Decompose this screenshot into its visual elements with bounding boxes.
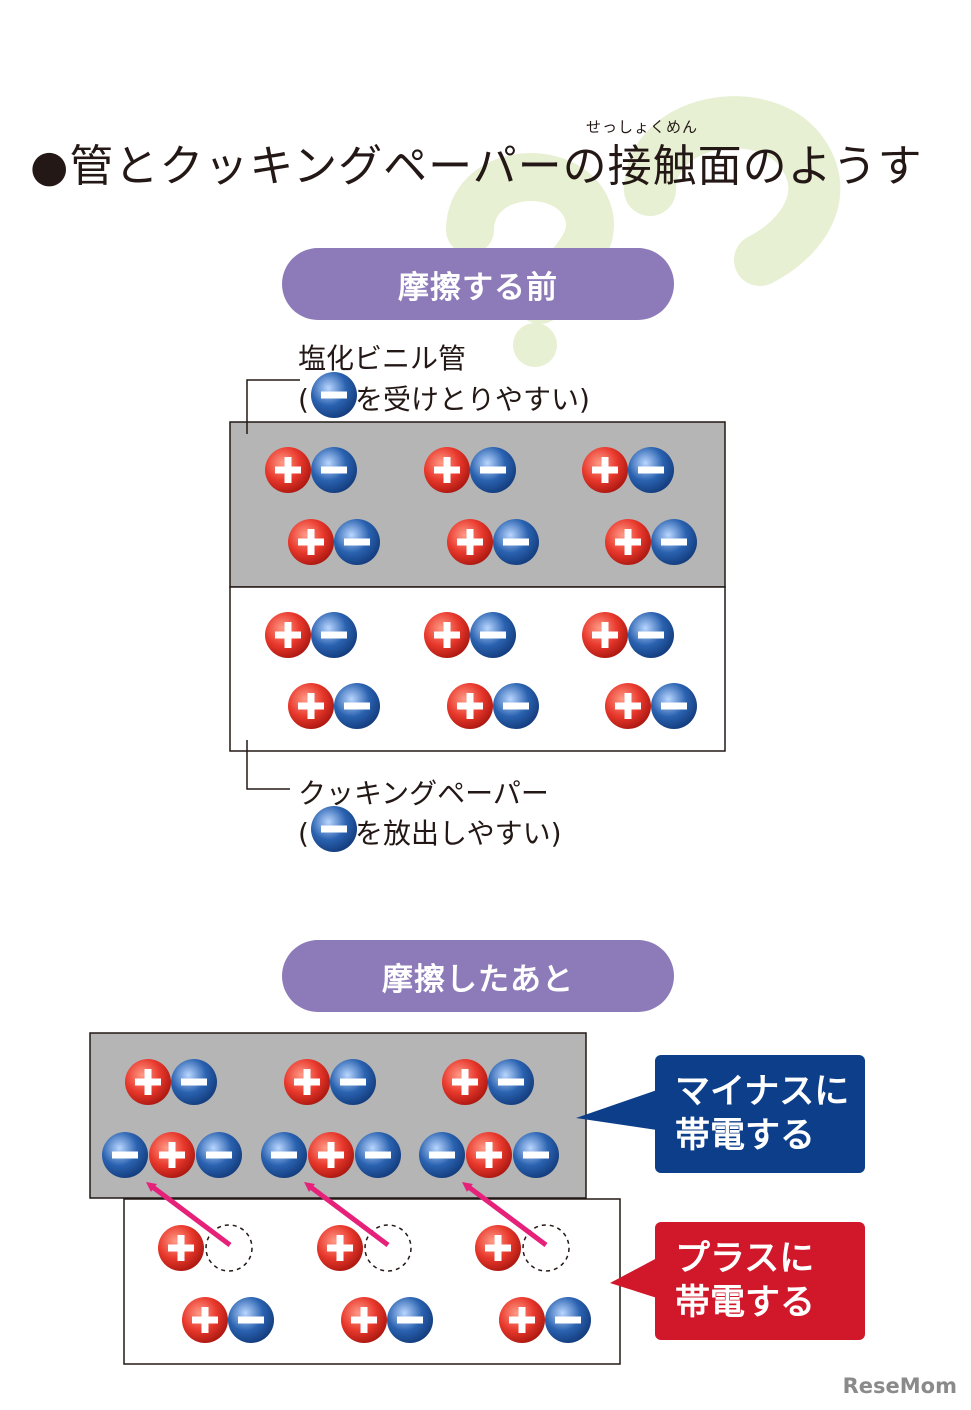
- negative-callout-line1: マイナスに: [675, 1072, 850, 1112]
- negative-charge-particle: [628, 447, 674, 493]
- positive-charge-particle: [284, 1059, 330, 1105]
- cooking-paper-label: クッキングペーパー: [298, 777, 549, 810]
- negative-charge-particle: [493, 683, 539, 729]
- negative-charge-particle: [228, 1297, 274, 1343]
- negative-charge-particle: [311, 447, 357, 493]
- negative-callout-tail: [576, 1090, 657, 1130]
- negative-charge-particle: [651, 519, 697, 565]
- title-prefix: ●管とクッキングペーパーの: [30, 141, 608, 192]
- electron-transfer-arrows: [146, 1182, 548, 1247]
- negative-charge-callout: マイナスに 帯電する: [655, 1055, 865, 1173]
- electron-vacancy: [205, 1224, 253, 1272]
- negative-charge-particle: [488, 1059, 534, 1105]
- after-friction-heading: 摩擦したあと: [282, 940, 674, 1012]
- positive-charge-particle: [265, 447, 311, 493]
- paper-note-minus-icon: [311, 806, 357, 852]
- page-title: ●管とクッキングペーパーの接触面のようす: [30, 130, 923, 194]
- negative-charge-particle: [651, 683, 697, 729]
- positive-charge-particle: [582, 447, 628, 493]
- negative-charge-particle: [330, 1059, 376, 1105]
- question-mark-shape-right: [624, 96, 841, 286]
- pvc-leader-line: [246, 379, 300, 434]
- negative-charge-particle: [628, 612, 674, 658]
- negative-charge-particle: [196, 1132, 242, 1178]
- negative-charge-particle: [102, 1132, 148, 1178]
- particles: [102, 372, 697, 1343]
- positive-charge-particle: [582, 612, 628, 658]
- positive-charge-callout: プラスに 帯電する: [655, 1222, 865, 1340]
- pvc-pipe-note: ( を受けとりやすい): [298, 378, 590, 418]
- positive-charge-particle: [605, 683, 651, 729]
- positive-charge-particle: [308, 1132, 354, 1178]
- pvc-pipe-label: 塩化ビニル管: [298, 342, 467, 375]
- paper-leader-line: [246, 740, 290, 790]
- positive-charge-particle: [317, 1225, 363, 1271]
- electron-vacancy: [364, 1224, 412, 1272]
- negative-charge-particle: [470, 612, 516, 658]
- positive-charge-particle: [475, 1225, 521, 1271]
- before-friction-heading: 摩擦する前: [282, 248, 674, 320]
- positive-charge-particle: [424, 612, 470, 658]
- positive-charge-particle: [125, 1059, 171, 1105]
- positive-charge-particle: [182, 1297, 228, 1343]
- electron-transfer-arrow: [146, 1182, 232, 1247]
- cooking-paper-note: ( を放出しやすい): [298, 812, 562, 852]
- title-suffix: のようす: [742, 141, 923, 192]
- positive-charge-particle: [149, 1132, 195, 1178]
- positive-charge-particle: [424, 447, 470, 493]
- paper-note-paren: (: [298, 817, 309, 850]
- title-kanji: 接触面: [607, 141, 743, 192]
- negative-charge-particle: [470, 447, 516, 493]
- positive-charge-particle: [499, 1297, 545, 1343]
- title-ruby: せっしょくめん: [586, 118, 699, 136]
- electron-vacancy: [522, 1224, 570, 1272]
- negative-charge-particle: [493, 519, 539, 565]
- pvc-note-paren: (: [298, 383, 309, 416]
- positive-charge-particle: [466, 1132, 512, 1178]
- negative-charge-particle: [334, 519, 380, 565]
- resemom-logo: ReseMom: [842, 1374, 957, 1398]
- positive-charge-particle: [288, 519, 334, 565]
- negative-charge-particle: [355, 1132, 401, 1178]
- positive-charge-particle: [288, 683, 334, 729]
- positive-callout-tail: [610, 1258, 657, 1298]
- negative-charge-particle: [261, 1132, 307, 1178]
- negative-charge-particle: [387, 1297, 433, 1343]
- positive-charge-particle: [447, 683, 493, 729]
- positive-charge-particle: [447, 519, 493, 565]
- positive-callout-line2: 帯電する: [675, 1283, 816, 1323]
- positive-charge-particle: [265, 612, 311, 658]
- negative-charge-particle: [513, 1132, 559, 1178]
- positive-callout-line1: プラスに: [675, 1239, 815, 1279]
- negative-charge-particle: [311, 612, 357, 658]
- question-mark-dot-left: [513, 323, 557, 367]
- negative-charge-particle: [545, 1297, 591, 1343]
- pvc-note-text: を受けとりやすい): [354, 383, 590, 416]
- electron-transfer-arrow: [462, 1182, 548, 1247]
- positive-charge-particle: [158, 1225, 204, 1271]
- negative-charge-particle: [419, 1132, 465, 1178]
- negative-charge-particle: [171, 1059, 217, 1105]
- positive-charge-particle: [341, 1297, 387, 1343]
- negative-charge-particle: [334, 683, 380, 729]
- paper-note-text: を放出しやすい): [354, 817, 562, 850]
- positive-charge-particle: [605, 519, 651, 565]
- positive-charge-particle: [442, 1059, 488, 1105]
- pvc-note-minus-icon: [311, 372, 357, 418]
- electron-transfer-arrow: [304, 1182, 390, 1247]
- negative-callout-line2: 帯電する: [675, 1116, 816, 1156]
- vacancies: [205, 1224, 570, 1272]
